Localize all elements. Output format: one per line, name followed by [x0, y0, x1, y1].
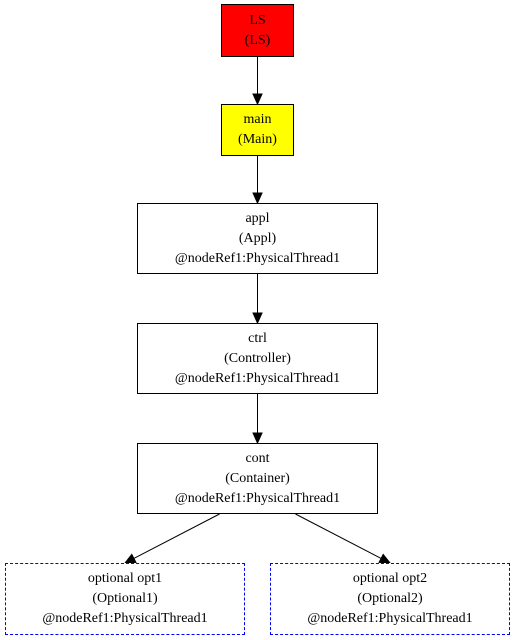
node-cont-ref: @nodeRef1:PhysicalThread1: [174, 490, 341, 506]
arrowhead-ctrl-to-cont: [252, 432, 263, 445]
node-appl-ref: @nodeRef1:PhysicalThread1: [174, 250, 341, 266]
arrowhead-cont-to-opt2: [378, 553, 392, 564]
node-opt2-name: optional opt2: [352, 571, 428, 586]
node-cont-type: (Container): [225, 470, 290, 486]
edge-cont-to-opt2: [295, 513, 382, 559]
node-main-type: (Main): [238, 132, 277, 147]
node-ls-name: LS: [249, 12, 266, 28]
node-appl: appl (Appl) @nodeRef1:PhysicalThread1: [137, 203, 378, 274]
node-opt1: optional opt1 (Optional1) @nodeRef1:Phys…: [5, 563, 245, 635]
node-opt2: optional opt2 (Optional2) @nodeRef1:Phys…: [270, 563, 510, 635]
node-cont: cont (Container) @nodeRef1:PhysicalThrea…: [137, 443, 378, 514]
node-appl-name: appl: [245, 210, 270, 226]
node-ctrl-name: ctrl: [248, 330, 267, 346]
node-opt1-ref: @nodeRef1:PhysicalThread1: [42, 611, 208, 626]
node-opt2-type: (Optional2): [357, 591, 423, 606]
node-ctrl: ctrl (Controller) @nodeRef1:PhysicalThre…: [137, 323, 378, 394]
node-cont-name: cont: [245, 450, 270, 466]
node-main-name: main: [243, 112, 272, 127]
node-opt1-type: (Optional1): [92, 591, 158, 606]
node-ls: LS (LS): [221, 4, 294, 57]
arrowhead-appl-to-ctrl: [252, 312, 263, 325]
node-opt2-ref: @nodeRef1:PhysicalThread1: [307, 611, 473, 626]
arrowhead-main-to-appl: [252, 192, 263, 205]
node-appl-type: (Appl): [238, 230, 277, 246]
edge-cont-to-opt1: [133, 513, 220, 559]
node-opt1-name: optional opt1: [87, 571, 163, 586]
node-ls-type: (LS): [244, 32, 271, 48]
arrowhead-ls-to-main: [252, 93, 263, 106]
node-ctrl-type: (Controller): [224, 350, 291, 366]
arrowhead-cont-to-opt1: [123, 553, 137, 564]
node-main: main (Main): [221, 104, 294, 156]
node-ctrl-ref: @nodeRef1:PhysicalThread1: [174, 370, 341, 386]
